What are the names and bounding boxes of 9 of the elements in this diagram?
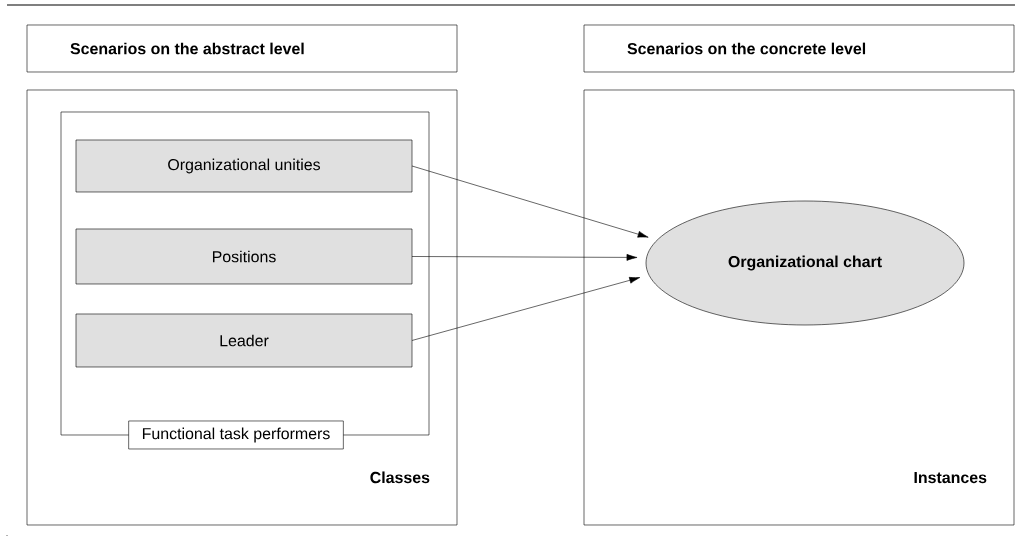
heading-box: Scenarios on the concrete level <box>583 24 1015 73</box>
heading-box: Scenarios on the abstract level <box>26 24 458 73</box>
process-box: Leader <box>75 313 413 368</box>
arrow <box>411 254 638 261</box>
arrow <box>411 277 641 341</box>
process-box: Positions <box>75 228 413 285</box>
process-box: Organizational unities <box>75 139 413 193</box>
arrow <box>411 165 649 238</box>
ellipse-node: Organizational chart <box>645 200 965 326</box>
